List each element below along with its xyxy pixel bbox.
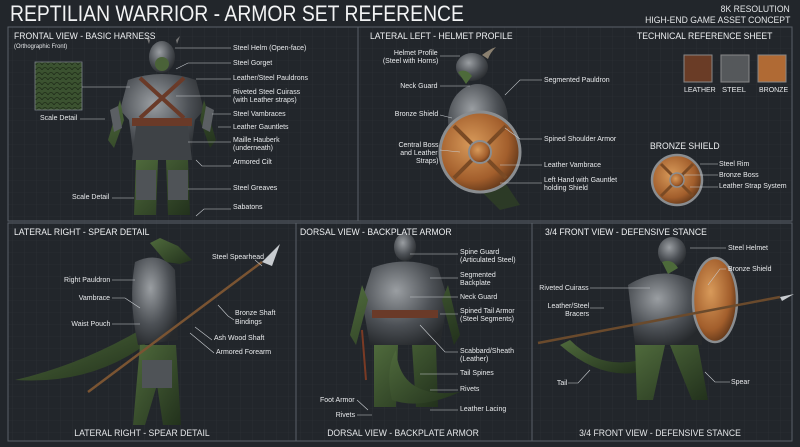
subtitle-label: HIGH-END GAME ASSET CONCEPT bbox=[644, 15, 790, 26]
callout-label: Ash Wood Shaft bbox=[214, 333, 265, 342]
callout-label: Leather Lacing bbox=[460, 404, 507, 413]
callout-label: Sabatons bbox=[233, 202, 263, 211]
callout-label: Steel Vambraces bbox=[233, 109, 286, 118]
callout-label: Tail bbox=[556, 378, 567, 387]
callout-label: Bindings bbox=[235, 317, 262, 326]
three-quarter-figure bbox=[537, 237, 794, 400]
callout-label: Central Boss bbox=[397, 140, 438, 149]
callout-label: Segmented bbox=[460, 270, 496, 279]
material-label-steel: STEEL bbox=[721, 85, 747, 94]
panel-frames bbox=[7, 26, 793, 442]
dorsal-caption: DORSAL VIEW - BACKPLATE ARMOR bbox=[327, 428, 479, 439]
callout-label: (with Leather straps) bbox=[233, 95, 297, 104]
callout-label: Bronze Boss bbox=[719, 170, 759, 179]
dorsal-figure bbox=[350, 233, 460, 407]
callout-label: Spined Tail Armor bbox=[460, 306, 515, 315]
callout-label: Left Hand with Gauntlet bbox=[544, 175, 618, 184]
callout-label: Helmet Profile bbox=[394, 48, 438, 57]
callout-label: Bronze Shaft bbox=[235, 308, 276, 317]
callout-label: Spear bbox=[731, 377, 750, 386]
callout-label: Leather Gauntlets bbox=[233, 122, 289, 131]
callout-label: Segmented Pauldron bbox=[544, 75, 610, 84]
callout-label: Neck Guard bbox=[400, 81, 438, 90]
callout-label: Right Pauldron bbox=[63, 275, 110, 284]
lateral-left-heading: LATERAL LEFT - HELMET PROFILE bbox=[370, 31, 513, 42]
callout-label: Riveted Cuirass bbox=[539, 283, 589, 292]
small-shield bbox=[650, 153, 704, 207]
scale-detail-label: Scale Detail bbox=[40, 113, 78, 122]
callout-label: (Steel with Horns) bbox=[382, 56, 438, 65]
three-quarter-shield bbox=[691, 256, 739, 344]
callout-label: Leather/Steel bbox=[547, 301, 589, 310]
material-swatches bbox=[683, 54, 787, 83]
callout-label: Steel Gorget bbox=[233, 58, 273, 67]
bronze-shield-heading: BRONZE SHIELD bbox=[650, 141, 720, 152]
callout-label: Leather Vambrace bbox=[544, 160, 601, 169]
callout-label: Riveted Steel Cuirass bbox=[233, 87, 301, 96]
material-label-leather: LEATHER bbox=[684, 85, 716, 94]
callout-label: Bracers bbox=[564, 309, 589, 318]
scale-detail-label: Scale Detail bbox=[72, 192, 110, 201]
callout-label: Armored Cilt bbox=[233, 157, 272, 166]
callout-label: Steel Helmet bbox=[728, 243, 769, 252]
callout-label: Spined Shoulder Armor bbox=[544, 134, 617, 143]
callout-label: (Articulated Steel) bbox=[460, 255, 516, 264]
three-quarter-heading: 3/4 FRONT VIEW - DEFENSIVE STANCE bbox=[545, 227, 707, 238]
page-title: REPTILIAN WARRIOR - ARMOR SET REFERENCE bbox=[10, 1, 464, 26]
callout-label: (underneath) bbox=[233, 143, 274, 152]
lateral-left-figure bbox=[438, 47, 522, 210]
callout-label: Vambrace bbox=[78, 293, 110, 302]
callout-label: Waist Pouch bbox=[71, 319, 110, 328]
tech-sheet-heading: TECHNICAL REFERENCE SHEET bbox=[637, 31, 773, 42]
frontal-figure bbox=[34, 36, 216, 215]
callout-label: Spine Guard bbox=[460, 247, 500, 256]
callout-label: holding Shield bbox=[544, 183, 588, 192]
callout-label: Foot Armor bbox=[320, 395, 355, 404]
callout-label: Rivets bbox=[335, 410, 355, 419]
callout-label: Steel Greaves bbox=[233, 183, 278, 192]
callout-label: Bronze Shield bbox=[728, 264, 772, 273]
resolution-label: 8K RESOLUTION bbox=[720, 4, 790, 15]
callout-label: Steel Spearhead bbox=[212, 252, 265, 261]
callout-label: Tail Spines bbox=[460, 368, 494, 377]
callout-label: Scabbard/Sheath bbox=[460, 346, 514, 355]
callout-label: Leather/Steel Pauldrons bbox=[233, 73, 308, 82]
callout-label: Maille Hauberk bbox=[233, 135, 280, 144]
three-quarter-caption: 3/4 FRONT VIEW - DEFENSIVE STANCE bbox=[579, 428, 741, 439]
callout-label: (Leather) bbox=[460, 354, 489, 363]
lateral-right-caption: LATERAL RIGHT - SPEAR DETAIL bbox=[74, 428, 210, 439]
dorsal-heading: DORSAL VIEW - BACKPLATE ARMOR bbox=[300, 227, 452, 238]
callout-label: Straps) bbox=[415, 156, 438, 165]
callout-label: (Steel Segments) bbox=[460, 314, 514, 323]
leader-lines bbox=[80, 47, 730, 416]
callout-label: Rivets bbox=[460, 384, 480, 393]
frontal-heading: FRONTAL VIEW - BASIC HARNESS bbox=[14, 31, 156, 42]
scale-swatch bbox=[34, 61, 83, 111]
callout-label: Neck Guard bbox=[460, 292, 498, 301]
callout-label: Steel Helm (Open-face) bbox=[233, 43, 307, 52]
callout-label: Leather Strap System bbox=[719, 181, 787, 190]
callout-label: Backplate bbox=[460, 278, 491, 287]
lateral-right-figure bbox=[15, 238, 280, 425]
material-label-bronze: BRONZE bbox=[759, 85, 789, 94]
lateral-right-heading: LATERAL RIGHT - SPEAR DETAIL bbox=[14, 227, 150, 238]
frontal-subheading: (Orthographic Front) bbox=[14, 43, 68, 50]
callout-label: Armored Forearm bbox=[216, 347, 272, 356]
callout-label: Steel Rim bbox=[719, 159, 750, 168]
callout-label: Bronze Shield bbox=[394, 109, 438, 118]
callout-label: and Leather bbox=[400, 148, 438, 157]
